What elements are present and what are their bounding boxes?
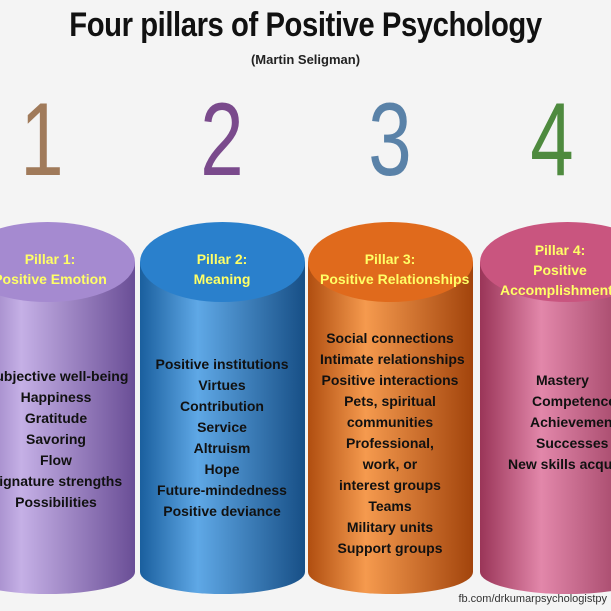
list-item: Successes [536,435,609,451]
list-item: work, or [362,456,418,472]
list-item: Subjective well-being [0,368,129,384]
list-item: Mastery [536,372,589,388]
pillar-1-cylinder [0,222,135,594]
list-item: Achievement [530,414,611,430]
list-item: Support groups [337,540,443,556]
list-item: Intimate relationships [320,351,465,367]
pillar-1-heading-line: Positive Emotion [0,271,107,287]
pillar-4-heading-line: Positive [533,262,587,278]
list-item: Gratitude [24,410,88,426]
list-item: Positive institutions [155,356,289,372]
pillar-2-heading: Pillar 2: Meaning [162,249,282,289]
list-item: Social connections [326,330,454,346]
list-item: Teams [368,498,412,514]
pillar-2-heading-line: Pillar 2: [196,251,248,267]
credit-text: fb.com/drkumarpsychologistpy [458,593,607,605]
list-item: Positive interactions [321,372,459,388]
pillar-4-list: Mastery Competence Achievement Successes… [500,370,611,475]
list-item: Pets, spiritual [344,393,436,409]
list-item: Savoring [26,431,86,447]
list-item: Service [197,419,247,435]
list-item: Military units [346,519,434,535]
list-item: Contribution [180,398,264,414]
number-2: 2 [200,82,244,198]
pillar-3-heading-line: Pillar 3: [364,251,416,267]
list-item: communities [346,414,434,430]
pillar-1-heading: Pillar 1: Positive Emotion [0,249,110,289]
list-item: Happiness [20,389,92,405]
pillar-4-cylinder [480,222,611,594]
pillar-3-cylinder [308,222,473,594]
number-4: 4 [530,82,574,198]
list-item: Professional, [346,435,434,451]
list-item: Competence [532,393,611,409]
pillar-2-cylinder [140,222,305,594]
pillar-1-list: Subjective well-being Happiness Gratitud… [0,366,129,513]
pillar-4-heading-line: Pillar 4: [534,242,586,258]
list-item: Flow [40,452,72,468]
pillar-3-list: Social connections Intimate relationship… [320,328,465,559]
list-item: interest groups [339,477,441,493]
list-item: Altruism [193,440,251,456]
list-item: Positive deviance [163,503,281,519]
pillar-2-heading-line: Meaning [193,271,251,287]
list-item: Possibilities [15,494,97,510]
pillar-2-list: Positive institutions Virtues Contributi… [152,354,292,522]
number-1: 1 [20,82,64,198]
pillar-1-heading-line: Pillar 1: [24,251,76,267]
number-3: 3 [368,82,412,198]
list-item: New skills acquisit [508,456,611,472]
pillar-4-heading-line: Accomplishments [500,282,611,298]
list-item: Virtues [198,377,246,393]
list-item: Signature strengths [0,473,123,489]
page-title: Four pillars of Positive Psychology [69,6,542,44]
pillar-4-heading: Pillar 4: Positive Accomplishments [500,240,611,300]
pillar-3-heading-line: Positive Relationships [320,271,470,287]
list-item: Hope [204,461,240,477]
list-item: Future-mindedness [157,482,287,498]
page-subtitle: (Martin Seligman) [250,52,361,67]
pillar-3-heading: Pillar 3: Positive Relationships [320,249,470,289]
